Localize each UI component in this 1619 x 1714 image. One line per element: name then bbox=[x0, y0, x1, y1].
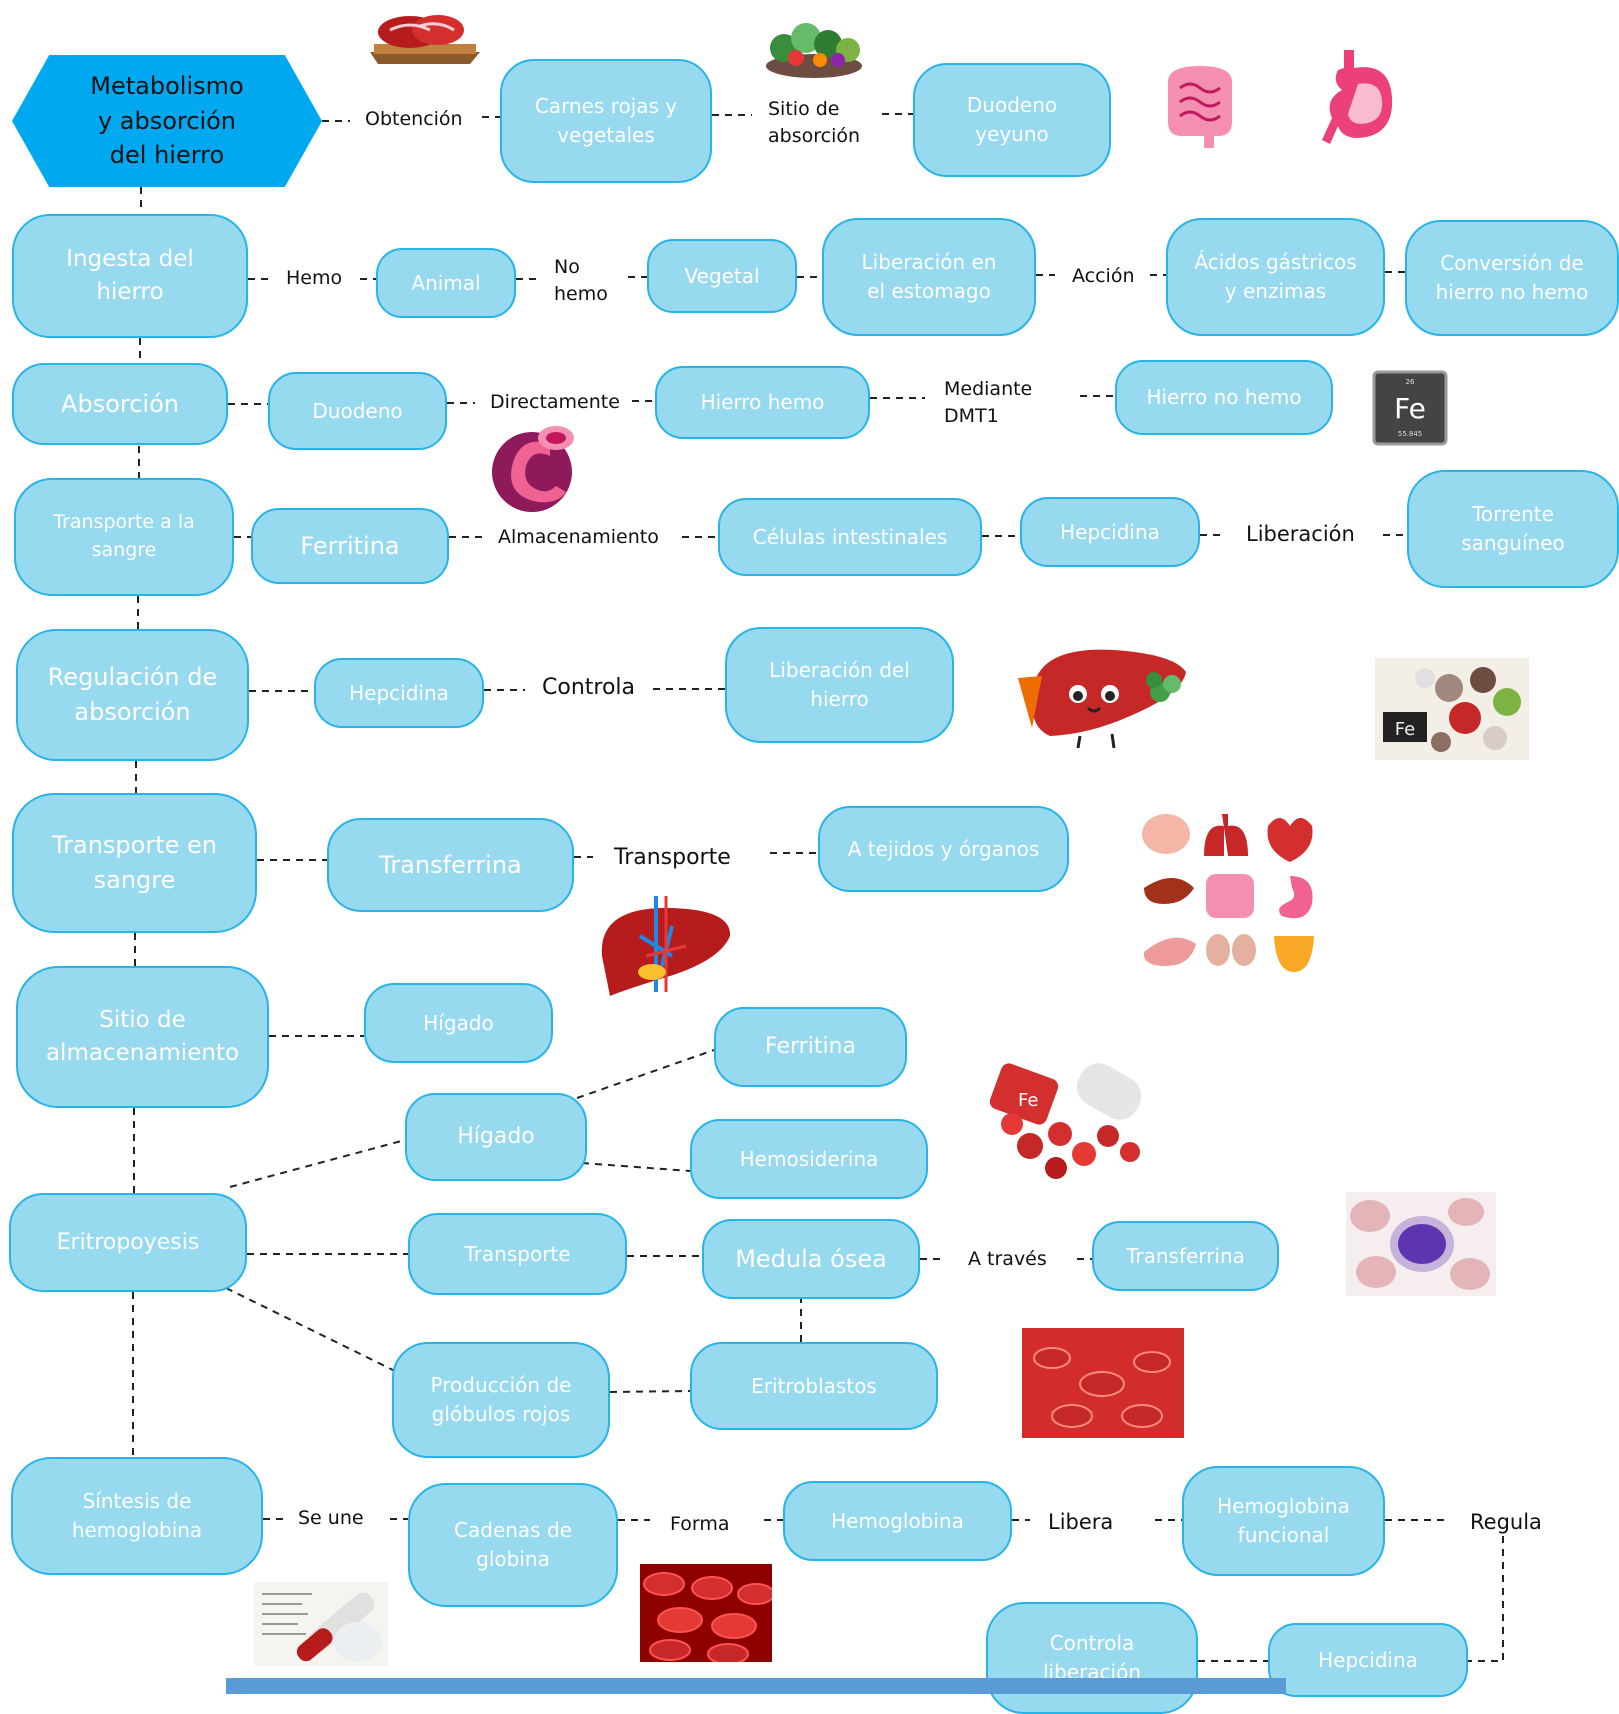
node-transferrina-transporte[interactable]: Transferrina bbox=[327, 818, 574, 912]
node-tejidos-organos[interactable]: A tejidos y órganos bbox=[818, 806, 1069, 892]
node-animal[interactable]: Animal bbox=[376, 248, 516, 318]
node-hemoglobina-funcional[interactable]: Hemoglobina funcional bbox=[1182, 1466, 1385, 1576]
node-transporte-medula[interactable]: Transporte bbox=[408, 1213, 627, 1295]
iron-atomic-mass: 55.845 bbox=[1398, 430, 1423, 438]
node-eritropoyesis[interactable]: Eritropoyesis bbox=[9, 1193, 247, 1292]
label-obtencion: Obtención bbox=[365, 108, 463, 130]
node-ingesta-hierro[interactable]: Ingesta del hierro bbox=[12, 214, 248, 338]
iron-pills-icon: Fe bbox=[990, 1063, 1142, 1179]
label-hemo: Hemo bbox=[286, 267, 343, 289]
node-absorcion[interactable]: Absorción bbox=[12, 363, 228, 445]
meat-icon bbox=[370, 15, 480, 64]
label-se-une: Se une bbox=[298, 1507, 364, 1529]
vegetables-icon bbox=[766, 23, 862, 78]
label-sitio-absorcion: Sitio de absorción bbox=[768, 98, 861, 147]
iron-symbol: Fe bbox=[1394, 392, 1426, 425]
node-cadenas-globina[interactable]: Cadenas de globina bbox=[408, 1483, 618, 1607]
node-torrente-sanguineo[interactable]: Torrente sanguíneo bbox=[1407, 470, 1619, 588]
blood-vessel-icon bbox=[1022, 1328, 1184, 1438]
node-sintesis-hemoglobina[interactable]: Síntesis de hemoglobina bbox=[11, 1457, 263, 1575]
node-controla-liberacion[interactable]: Controla liberación bbox=[986, 1602, 1198, 1714]
node-acidos-gastricos[interactable]: Ácidos gástricos y enzimas bbox=[1166, 218, 1385, 336]
node-higado-eritropoyesis[interactable]: Hígado bbox=[405, 1093, 587, 1181]
node-hepcidina-regula[interactable]: Hepcidina bbox=[1268, 1623, 1468, 1697]
node-hierro-no-hemo[interactable]: Hierro no hemo bbox=[1115, 360, 1333, 435]
liver-vessels-icon bbox=[601, 896, 731, 996]
label-forma: Forma bbox=[670, 1513, 730, 1535]
node-ferritina-almacen[interactable]: Ferritina bbox=[251, 508, 449, 584]
organs-grid-icon bbox=[1142, 814, 1314, 972]
node-conversion-hierro-no-hemo[interactable]: Conversión de hierro no hemo bbox=[1405, 220, 1619, 336]
node-higado-almacen[interactable]: Hígado bbox=[364, 983, 553, 1063]
node-transporte-a-la-sangre[interactable]: Transporte a la sangre bbox=[14, 478, 234, 596]
node-liberacion-del-hierro[interactable]: Liberación del hierro bbox=[725, 627, 954, 743]
node-ferritina-higado[interactable]: Ferritina bbox=[714, 1007, 907, 1087]
iron-foods-symbol: Fe bbox=[1395, 719, 1415, 740]
node-hemosiderina[interactable]: Hemosiderina bbox=[690, 1119, 928, 1199]
iron-pill-symbol: Fe bbox=[1018, 1090, 1038, 1111]
node-duodeno[interactable]: Duodeno bbox=[268, 372, 447, 450]
node-liberacion-estomago[interactable]: Liberación en el estomago bbox=[822, 218, 1036, 336]
label-controla: Controla bbox=[542, 675, 636, 700]
label-a-traves: A través bbox=[968, 1248, 1047, 1270]
node-hepcidina-controla[interactable]: Hepcidina bbox=[314, 658, 484, 728]
label-regula: Regula bbox=[1470, 1510, 1542, 1534]
iron-atomic-number: 26 bbox=[1406, 378, 1415, 386]
node-carnes-rojas-vegetales[interactable]: Carnes rojas y vegetales bbox=[500, 59, 712, 183]
bottom-bar bbox=[226, 1678, 1286, 1694]
duodenum-icon bbox=[492, 426, 574, 512]
node-transporte-en-sangre[interactable]: Transporte en sangre bbox=[12, 793, 257, 933]
label-almacenamiento: Almacenamiento bbox=[498, 526, 659, 548]
label-no-hemo: No hemo bbox=[554, 256, 608, 305]
blood-cell-micro-icon bbox=[1346, 1192, 1496, 1296]
node-hemoglobina[interactable]: Hemoglobina bbox=[783, 1481, 1012, 1561]
node-regulacion-absorcion[interactable]: Regulación de absorción bbox=[16, 629, 249, 761]
iron-element-icon: 26 Fe 55.845 bbox=[1372, 370, 1448, 446]
label-accion: Acción bbox=[1072, 265, 1135, 287]
blood-test-icon bbox=[254, 1582, 388, 1666]
label-transporte: Transporte bbox=[614, 845, 731, 870]
node-produccion-globulos-rojos[interactable]: Producción de glóbulos rojos bbox=[392, 1342, 610, 1458]
node-sitio-almacenamiento[interactable]: Sitio de almacenamiento bbox=[16, 966, 269, 1108]
node-hepcidina-liberacion[interactable]: Hepcidina bbox=[1020, 497, 1200, 567]
intestine-icon bbox=[1168, 66, 1232, 148]
iron-foods-icon: Fe bbox=[1375, 658, 1529, 760]
label-libera: Libera bbox=[1048, 1510, 1114, 1534]
stomach-icon bbox=[1322, 50, 1393, 144]
node-medula-osea[interactable]: Medula ósea bbox=[702, 1219, 920, 1299]
label-mediante-dmt1: Mediante DMT1 bbox=[944, 378, 1033, 427]
node-duodeno-yeyuno[interactable]: Duodeno yeyuno bbox=[913, 63, 1111, 177]
node-transferrina-medula[interactable]: Transferrina bbox=[1092, 1221, 1279, 1291]
label-directamente: Directamente bbox=[490, 391, 620, 413]
red-blood-cells-icon bbox=[640, 1564, 772, 1662]
liver-character-icon bbox=[1018, 649, 1186, 749]
node-eritroblastos[interactable]: Eritroblastos bbox=[690, 1342, 938, 1430]
title-hexagon: Metabolismo y absorción del hierro bbox=[12, 55, 322, 187]
node-hierro-hemo[interactable]: Hierro hemo bbox=[655, 366, 870, 439]
node-celulas-intestinales[interactable]: Células intestinales bbox=[718, 498, 982, 576]
node-vegetal[interactable]: Vegetal bbox=[647, 239, 797, 313]
label-liberacion: Liberación bbox=[1246, 522, 1355, 546]
